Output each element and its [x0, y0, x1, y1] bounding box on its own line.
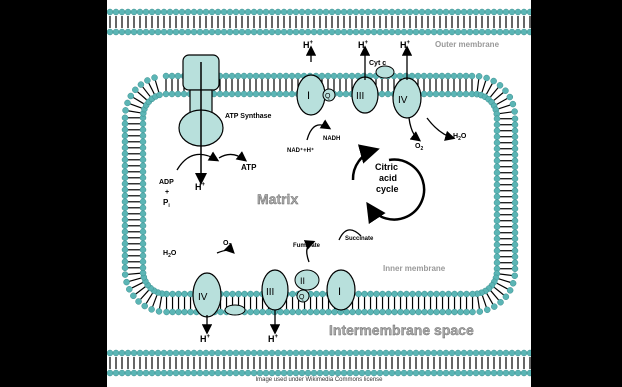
complex-iv-top: IV	[392, 77, 422, 119]
complex-ii-label: II	[300, 276, 305, 286]
diagram-canvas: ATP Synthase I Q III IV IV III II Q I	[107, 0, 531, 387]
atp-label: ATP	[241, 163, 257, 172]
complex-iv-label: IV	[398, 95, 408, 106]
o2-top-label: O2	[415, 143, 423, 152]
complex-iii-bottom: III	[261, 269, 289, 311]
complex-i-top: I Q	[296, 74, 336, 116]
intermembrane-space-label: Intermembrane space	[329, 322, 474, 338]
complex-iv-bottom-label: IV	[198, 292, 208, 303]
h-plus-1: H+	[303, 40, 314, 50]
h-plus-6: H+	[268, 334, 279, 344]
adp-label: ADP	[159, 179, 174, 186]
inner-membrane-label: Inner membrane	[383, 264, 446, 273]
nadh-label: NADH	[323, 136, 340, 142]
outer-membrane-label: Outer membrane	[435, 40, 500, 49]
succinate-label: Succinate	[345, 236, 374, 242]
image-credit: Image used under Wikimedia Commons licen…	[255, 377, 383, 383]
complex-i-bottom: I	[326, 269, 356, 311]
h2o-top-label: H2O	[453, 133, 467, 142]
fumarate-label: Fumarate	[293, 243, 321, 249]
h-plus-3: H+	[400, 40, 411, 50]
matrix-label: Matrix	[257, 191, 298, 207]
complex-i-label: I	[307, 90, 310, 102]
atp-synthase-label-1: ATP Synthase	[225, 113, 272, 120]
acid-label: acid	[379, 173, 397, 183]
proton-labels: H+ H+ H+ H+ H+ H+	[195, 40, 411, 344]
citric-label: Citric	[375, 162, 398, 172]
complex-ii-bottom: II Q	[294, 269, 320, 303]
plus-label: +	[165, 189, 169, 196]
h-plus-4: H+	[195, 182, 206, 192]
pi-label: Pi	[163, 198, 170, 209]
q-label-top: Q	[325, 93, 331, 100]
atp-synthase	[178, 54, 224, 185]
mitochondrion-diagram: ATP Synthase I Q III IV IV III II Q I	[107, 8, 531, 377]
h2o-bottom-label: H2O	[163, 250, 177, 259]
outer-membrane-top	[107, 8, 531, 36]
cycle-label: cycle	[376, 184, 399, 194]
reaction-arrows	[176, 45, 456, 335]
cyt-c-label: Cyt c	[369, 60, 386, 67]
citric-acid-cycle	[351, 144, 426, 225]
o2-bottom-label: O2	[223, 240, 231, 249]
complex-iii-bottom-label: III	[266, 287, 274, 298]
q-label-bottom: Q	[299, 294, 305, 301]
nad-label: NAD⁺+H⁺	[287, 147, 314, 154]
outer-membrane-bottom	[107, 349, 531, 377]
h-plus-5: H+	[200, 334, 211, 344]
h-plus-2: H+	[358, 40, 369, 50]
complex-iii-label: III	[356, 91, 364, 102]
inner-membrane	[121, 72, 519, 316]
complex-i-bottom-label: I	[338, 286, 341, 298]
complex-iii-top: III	[351, 65, 395, 114]
